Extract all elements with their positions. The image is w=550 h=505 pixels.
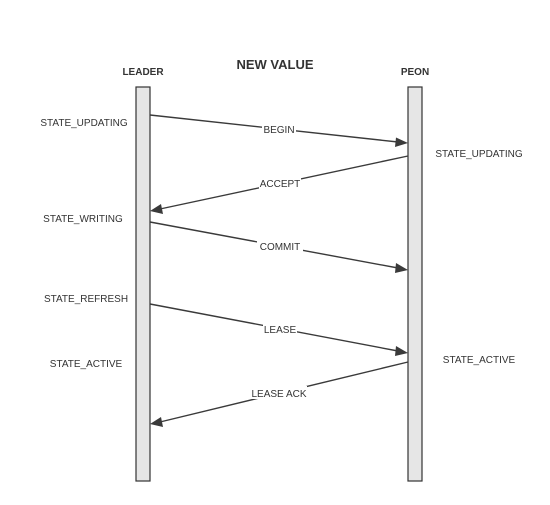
peon-state-updating: STATE_UPDATING	[435, 149, 522, 160]
leader-state-updating: STATE_UPDATING	[40, 118, 127, 129]
arrow-head-lease	[395, 346, 408, 356]
message-label-commit: COMMIT	[260, 242, 301, 253]
message-commit: COMMIT	[149, 221, 408, 273]
message-lease-ack: LEASE ACK	[150, 361, 409, 427]
message-label-lease: LEASE	[264, 325, 297, 336]
arrow-head-lease-ack	[150, 417, 163, 427]
arrow-head-begin	[395, 137, 408, 147]
arrow-head-commit	[395, 263, 408, 273]
leader-state-active: STATE_ACTIVE	[50, 359, 123, 370]
message-label-lease-ack: LEASE ACK	[251, 389, 306, 400]
message-begin: BEGIN	[149, 114, 408, 147]
peon-lifeline	[407, 86, 423, 482]
diagram-title: NEW VALUE	[236, 57, 313, 72]
message-lease: LEASE	[149, 303, 408, 356]
arrow-head-accept	[150, 204, 163, 214]
peon-state-active: STATE_ACTIVE	[443, 355, 516, 366]
leader-state-refresh: STATE_REFRESH	[44, 294, 128, 305]
leader-lifeline	[135, 86, 151, 482]
leader-header: LEADER	[122, 67, 164, 78]
message-accept: ACCEPT	[150, 155, 409, 214]
peon-header: PEON	[401, 67, 429, 78]
message-label-begin: BEGIN	[263, 125, 294, 136]
leader-state-writing: STATE_WRITING	[43, 214, 123, 225]
message-label-accept: ACCEPT	[260, 179, 301, 190]
